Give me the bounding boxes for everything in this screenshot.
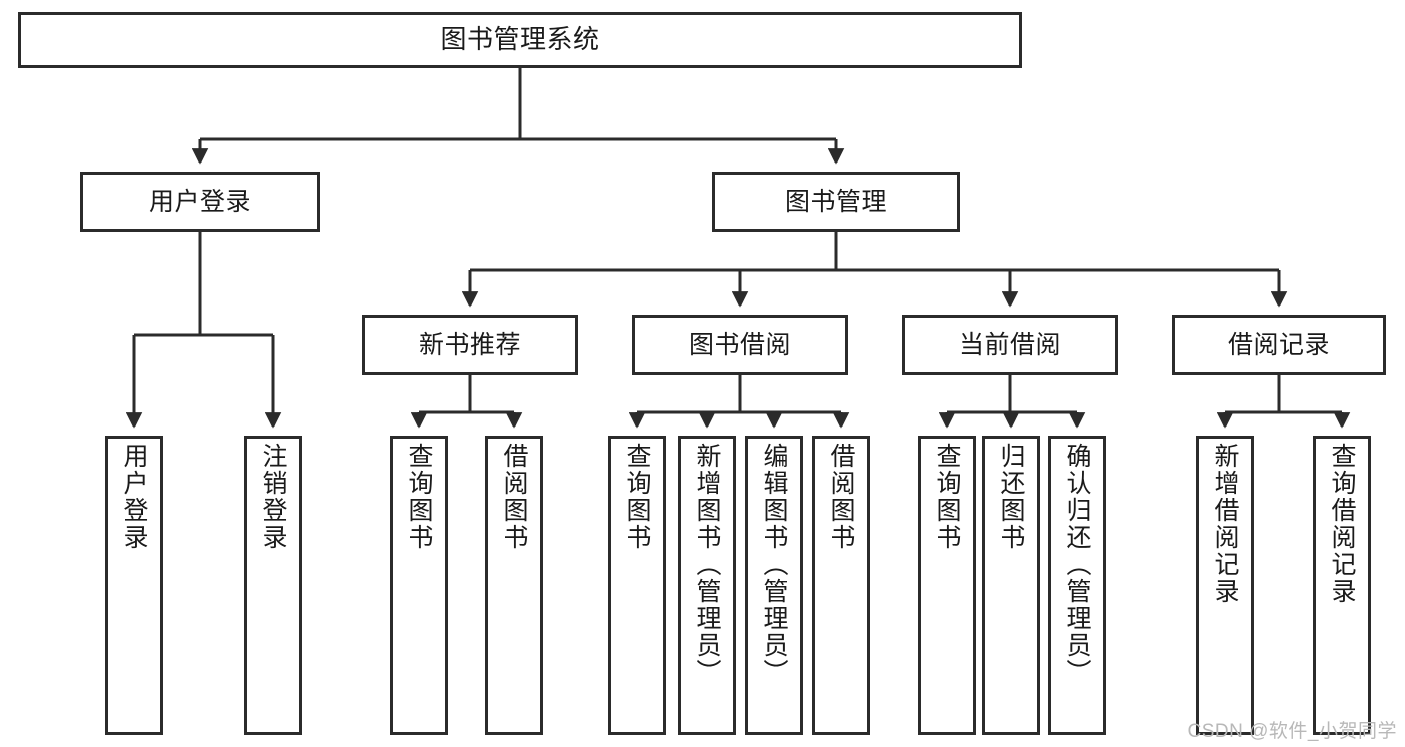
leaf-edit-book[interactable]: 编辑图书（管理员） <box>745 436 803 735</box>
leaf-query-book-3-label: 查询图书 <box>933 443 961 551</box>
leaf-return-book[interactable]: 归还图书 <box>982 436 1040 735</box>
leaf-query-book-3[interactable]: 查询图书 <box>918 436 976 735</box>
node-user-login-label: 用户登录 <box>148 187 251 216</box>
leaf-borrow-book-1-label: 借阅图书 <box>500 443 528 551</box>
leaf-add-borrow-record[interactable]: 新增借阅记录 <box>1196 436 1254 735</box>
leaf-confirm-return-label: 确认归还（管理员） <box>1063 443 1091 686</box>
leaf-borrow-book-2[interactable]: 借阅图书 <box>812 436 870 735</box>
node-book-borrow-label: 图书借阅 <box>688 330 791 359</box>
leaf-query-book-1-label: 查询图书 <box>405 443 433 551</box>
leaf-confirm-return[interactable]: 确认归还（管理员） <box>1048 436 1106 735</box>
leaf-borrow-book-2-label: 借阅图书 <box>827 443 855 551</box>
leaf-query-borrow-record[interactable]: 查询借阅记录 <box>1313 436 1371 735</box>
node-book-manage-label: 图书管理 <box>784 187 887 216</box>
leaf-logout[interactable]: 注销登录 <box>244 436 302 735</box>
node-root-label: 图书管理系统 <box>440 24 600 55</box>
node-current-borrow-label: 当前借阅 <box>958 330 1061 359</box>
node-root[interactable]: 图书管理系统 <box>18 12 1022 68</box>
watermark: CSDN @软件_小贺同学 <box>1187 721 1397 742</box>
node-current-borrow[interactable]: 当前借阅 <box>902 315 1118 375</box>
leaf-add-borrow-record-label: 新增借阅记录 <box>1211 443 1239 605</box>
leaf-query-book-2[interactable]: 查询图书 <box>608 436 666 735</box>
leaf-return-book-label: 归还图书 <box>997 443 1025 551</box>
node-borrow-record[interactable]: 借阅记录 <box>1172 315 1386 375</box>
leaf-add-book-label: 新增图书（管理员） <box>693 443 721 686</box>
leaf-borrow-book-1[interactable]: 借阅图书 <box>485 436 543 735</box>
leaf-query-book-2-label: 查询图书 <box>623 443 651 551</box>
node-new-book-recommend[interactable]: 新书推荐 <box>362 315 578 375</box>
leaf-query-book-1[interactable]: 查询图书 <box>390 436 448 735</box>
leaf-user-login[interactable]: 用户登录 <box>105 436 163 735</box>
node-book-manage[interactable]: 图书管理 <box>712 172 960 232</box>
node-borrow-record-label: 借阅记录 <box>1227 330 1330 359</box>
leaf-edit-book-label: 编辑图书（管理员） <box>760 443 788 686</box>
leaf-query-borrow-record-label: 查询借阅记录 <box>1328 443 1356 605</box>
node-book-borrow[interactable]: 图书借阅 <box>632 315 848 375</box>
node-new-book-recommend-label: 新书推荐 <box>418 330 521 359</box>
leaf-add-book[interactable]: 新增图书（管理员） <box>678 436 736 735</box>
node-user-login[interactable]: 用户登录 <box>80 172 320 232</box>
leaf-user-login-label: 用户登录 <box>120 443 148 551</box>
leaf-logout-label: 注销登录 <box>259 443 287 551</box>
